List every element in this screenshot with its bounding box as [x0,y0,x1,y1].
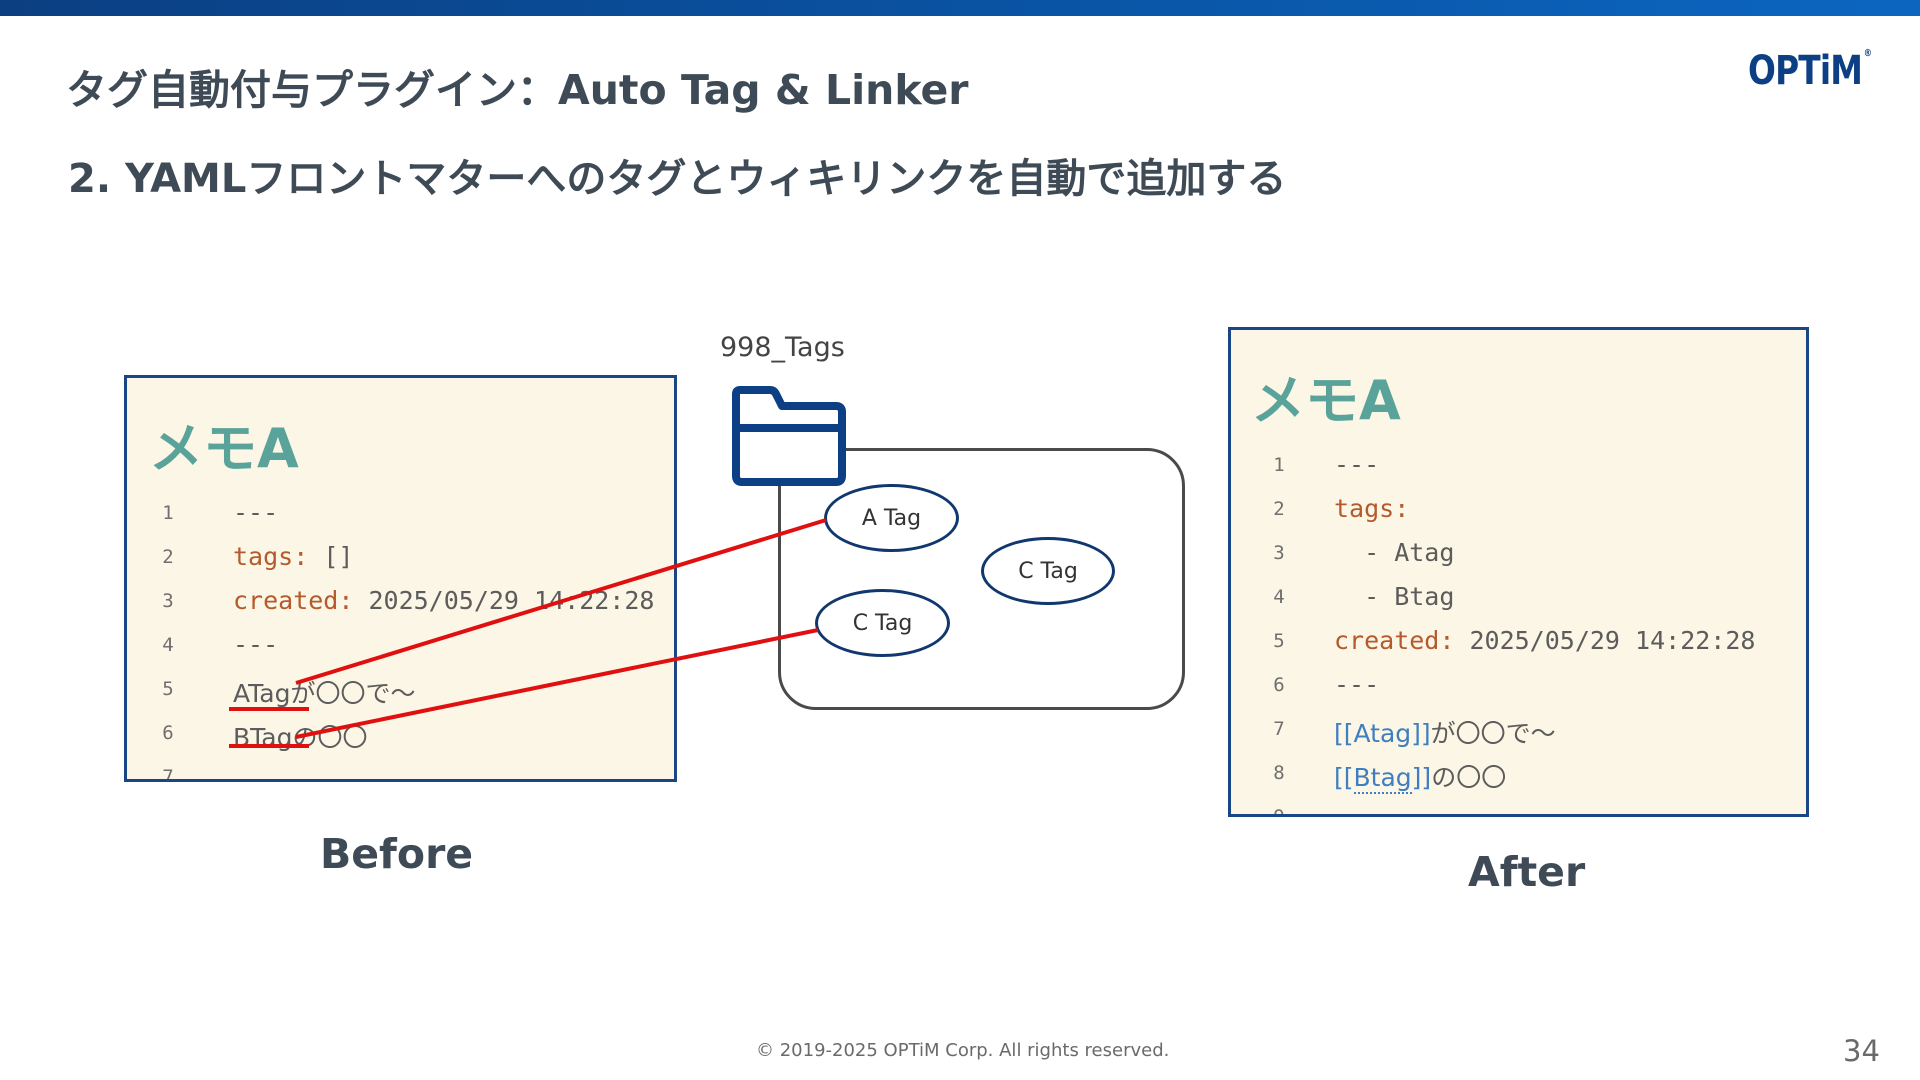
yaml-key-created: created: [233,586,354,615]
line-number: 4 [1273,586,1285,608]
yaml-list-item-atag: - Atag [1334,538,1455,567]
logo-text: OPTiM [1748,48,1863,94]
before-memo-title: メモA [149,417,299,480]
tags-folder-container [778,448,1185,710]
tag-node-c-2: C Tag [815,589,950,657]
yaml-value-created: 2025/05/29 14:22:28 [1454,626,1756,655]
tag-node-a: A Tag [824,484,959,552]
line-number: 5 [1273,630,1285,652]
yaml-key-tags: tags: [1334,494,1410,523]
body-text: の〇〇 [292,723,368,752]
body-text: が〇〇で〜 [290,679,416,708]
body-text: が〇〇で〜 [1430,719,1556,748]
line-number: 2 [162,546,174,568]
logo-registered-mark: ® [1863,48,1872,59]
tag-word-atag: ATag [233,679,291,708]
line-number: 6 [1273,674,1285,696]
before-memo-panel: メモA 1 --- 2 tags: [] 3 created: 2025/05/… [124,375,677,782]
line-number: 3 [162,590,174,612]
body-text: の〇〇 [1431,763,1507,792]
page-number: 34 [1843,1034,1880,1068]
folder-icon [732,386,846,486]
frontmatter-delimiter: --- [1334,450,1380,479]
folder-label: 998_Tags [720,332,845,363]
wikilink-close: ]] [1411,763,1432,792]
line-number: 2 [1273,498,1285,520]
line-number: 1 [162,502,174,524]
after-memo-title: メモA [1251,369,1401,432]
tag-node-c: C Tag [981,537,1115,605]
slide-title: タグ自動付与プラグイン：Auto Tag & Linker [66,66,969,114]
wikilink-btag-text: Btag [1353,763,1412,794]
slide-subtitle: 2. YAMLフロントマターへのタグとウィキリンクを自動で追加する [68,156,1287,202]
yaml-key-tags: tags: [233,542,309,571]
frontmatter-delimiter: --- [233,630,279,659]
wikilink-btag[interactable]: [[Btag]] [1334,763,1431,794]
line-number: 9 [1273,806,1285,817]
line-number: 1 [1273,454,1285,476]
yaml-value-tags: [] [308,542,354,571]
frontmatter-delimiter: --- [233,498,279,527]
line-number: 5 [162,678,174,700]
wikilink-open: [[ [1334,763,1354,792]
line-number: 4 [162,634,174,656]
yaml-value-created: 2025/05/29 14:22:28 [353,586,655,615]
before-caption: Before [320,830,474,878]
after-caption: After [1468,848,1586,896]
line-number: 3 [1273,542,1285,564]
frontmatter-delimiter: --- [1334,670,1380,699]
top-accent-bar [0,0,1920,16]
tag-word-btag: BTag [233,723,293,752]
optim-logo: OPTiM® [1748,48,1872,94]
yaml-key-created: created: [1334,626,1455,655]
copyright-notice: © 2019-2025 OPTiM Corp. All rights reser… [756,1040,1170,1061]
line-number: 7 [162,766,174,782]
line-number: 6 [162,722,174,744]
wikilink-atag[interactable]: [[Atag]] [1334,719,1431,748]
after-memo-panel: メモA 1 --- 2 tags: 3 - Atag 4 - Btag 5 cr… [1228,327,1809,817]
yaml-list-item-btag: - Btag [1334,582,1455,611]
line-number: 7 [1273,718,1285,740]
line-number: 8 [1273,762,1285,784]
